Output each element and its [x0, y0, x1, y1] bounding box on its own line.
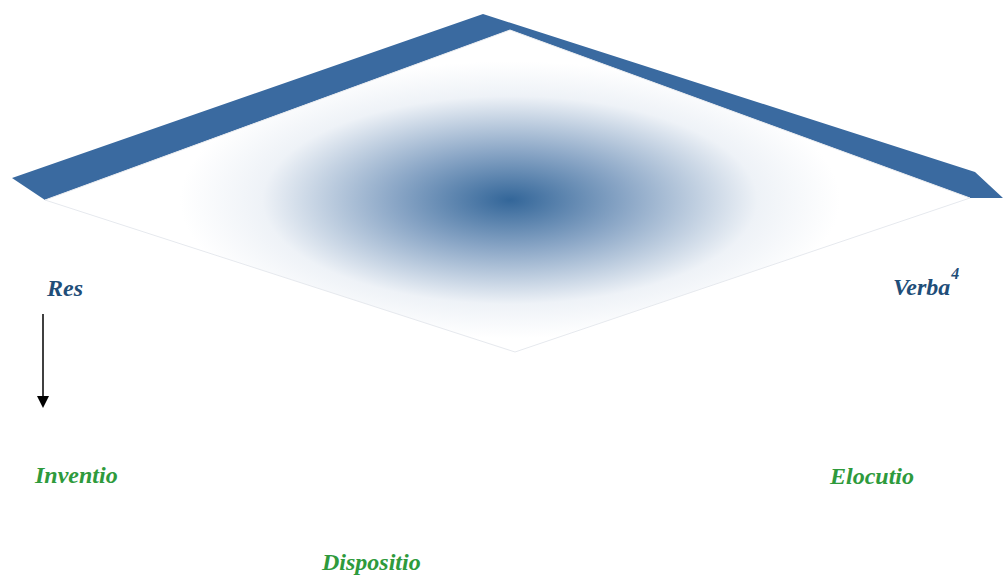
canon-label: Inventio	[35, 461, 118, 489]
arrow-head	[37, 396, 49, 408]
footnote-number: 4	[951, 265, 959, 283]
term-label: Verba	[893, 273, 950, 301]
canon-label: Dispositio	[322, 548, 421, 576]
term-label: Res	[47, 274, 83, 302]
diamond-face	[45, 30, 970, 352]
down-arrow	[42, 314, 44, 396]
canon-label: Elocutio	[830, 462, 914, 490]
